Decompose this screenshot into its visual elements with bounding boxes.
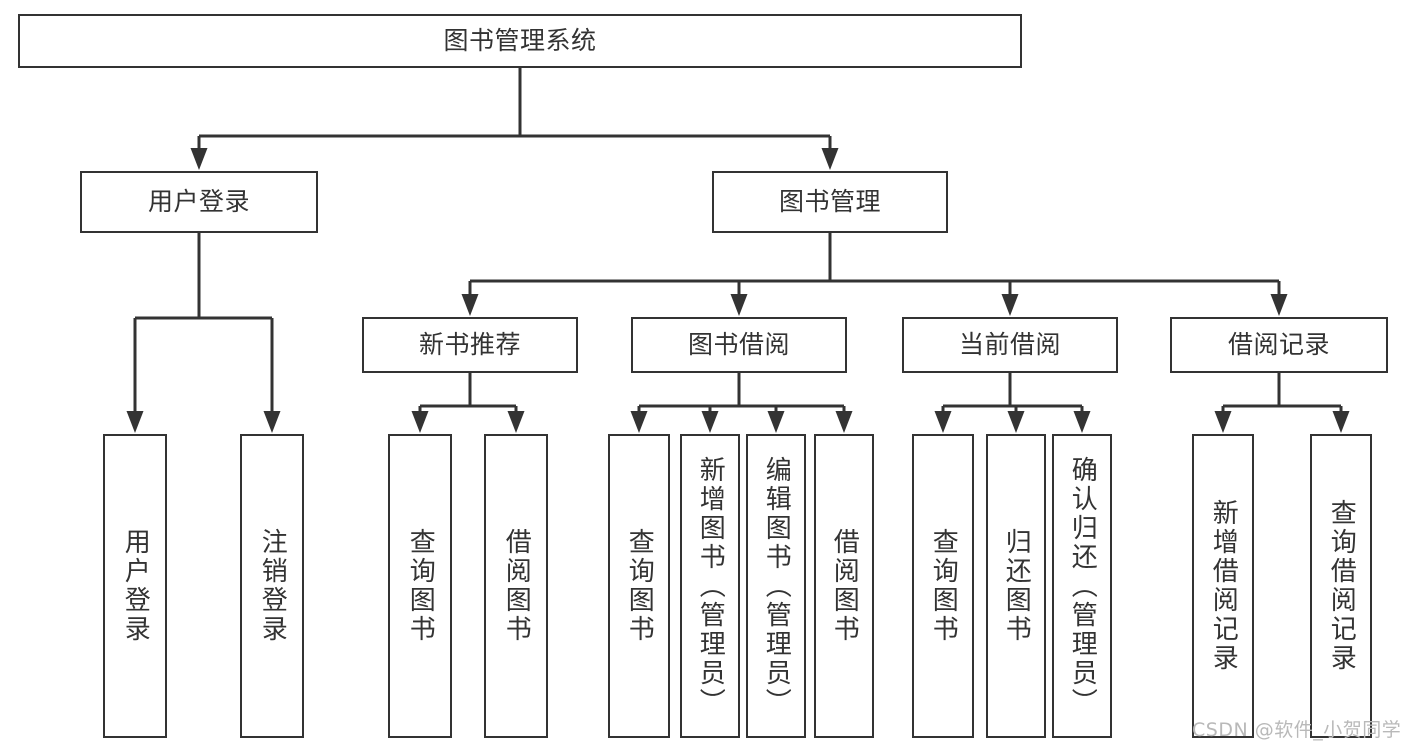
node-label: 用户登录: [147, 187, 250, 216]
node-leaf-add-record[interactable]: 新增借阅记录: [1192, 434, 1254, 738]
arrowhead-icon: [730, 294, 748, 316]
edge-group-l3-new-book: [411, 373, 525, 433]
arrowhead-icon: [190, 148, 208, 170]
edge-group-l3-records: [1214, 373, 1350, 433]
node-l3-new-book[interactable]: 新书推荐: [362, 317, 578, 373]
node-label: 借阅图书: [501, 528, 532, 644]
arrowhead-icon: [411, 411, 429, 433]
arrowhead-icon: [1270, 294, 1288, 316]
node-leaf-user-login[interactable]: 用户登录: [103, 434, 167, 738]
node-label: 借阅记录: [1227, 330, 1330, 359]
node-label: 编辑图书（管理员）: [761, 455, 792, 717]
node-root[interactable]: 图书管理系统: [18, 14, 1022, 68]
arrowhead-icon: [767, 411, 785, 433]
node-l2-user-login[interactable]: 用户登录: [80, 171, 318, 233]
node-label: 确认归还（管理员）: [1067, 455, 1098, 717]
arrowhead-icon: [934, 411, 952, 433]
node-l3-current[interactable]: 当前借阅: [902, 317, 1118, 373]
edge-group-l2-book-manage: [461, 233, 1288, 316]
node-label: 图书管理系统: [443, 26, 597, 55]
node-leaf-edit-book[interactable]: 编辑图书（管理员）: [746, 434, 806, 738]
node-leaf-query-book-b[interactable]: 查询图书: [608, 434, 670, 738]
csdn-watermark: CSDN @软件_小贺同学: [1192, 719, 1402, 741]
arrowhead-icon: [461, 294, 479, 316]
arrowhead-icon: [1214, 411, 1232, 433]
arrowhead-icon: [1332, 411, 1350, 433]
arrowhead-icon: [126, 411, 144, 433]
node-label: 新增图书（管理员）: [695, 455, 726, 717]
node-leaf-confirm-return[interactable]: 确认归还（管理员）: [1052, 434, 1112, 738]
node-label: 新书推荐: [418, 330, 521, 359]
node-label: 用户登录: [120, 528, 151, 644]
arrowhead-icon: [1007, 411, 1025, 433]
node-l2-book-manage[interactable]: 图书管理: [712, 171, 948, 233]
node-label: 图书借阅: [687, 330, 790, 359]
arrowhead-icon: [1073, 411, 1091, 433]
edge-group-l3-borrow: [630, 373, 853, 433]
arrowhead-icon: [263, 411, 281, 433]
arrowhead-icon: [630, 411, 648, 433]
node-label: 查询图书: [928, 528, 959, 644]
node-leaf-query-book-a[interactable]: 查询图书: [388, 434, 452, 738]
node-label: 注销登录: [257, 528, 288, 644]
node-leaf-logout[interactable]: 注销登录: [240, 434, 304, 738]
edge-group-l3-current: [934, 373, 1091, 433]
node-label: 当前借阅: [958, 330, 1061, 359]
node-l3-records[interactable]: 借阅记录: [1170, 317, 1388, 373]
node-label: 查询图书: [624, 528, 655, 644]
arrowhead-icon: [821, 148, 839, 170]
node-label: 归还图书: [1001, 528, 1032, 644]
edge-group-root: [190, 68, 839, 170]
arrowhead-icon: [507, 411, 525, 433]
node-leaf-borrow-book-b[interactable]: 借阅图书: [814, 434, 874, 738]
node-leaf-query-book-c[interactable]: 查询图书: [912, 434, 974, 738]
node-leaf-add-book[interactable]: 新增图书（管理员）: [680, 434, 740, 738]
arrowhead-icon: [1001, 294, 1019, 316]
node-leaf-query-record[interactable]: 查询借阅记录: [1310, 434, 1372, 738]
node-label: 图书管理: [778, 187, 881, 216]
node-l3-borrow[interactable]: 图书借阅: [631, 317, 847, 373]
node-label: 新增借阅记录: [1208, 499, 1239, 673]
edge-group-l2-user-login: [126, 233, 281, 433]
node-label: 查询借阅记录: [1326, 499, 1357, 673]
node-label: 借阅图书: [829, 528, 860, 644]
node-label: 查询图书: [405, 528, 436, 644]
arrowhead-icon: [701, 411, 719, 433]
node-leaf-return-book[interactable]: 归还图书: [986, 434, 1046, 738]
node-leaf-borrow-book-a[interactable]: 借阅图书: [484, 434, 548, 738]
arrowhead-icon: [835, 411, 853, 433]
